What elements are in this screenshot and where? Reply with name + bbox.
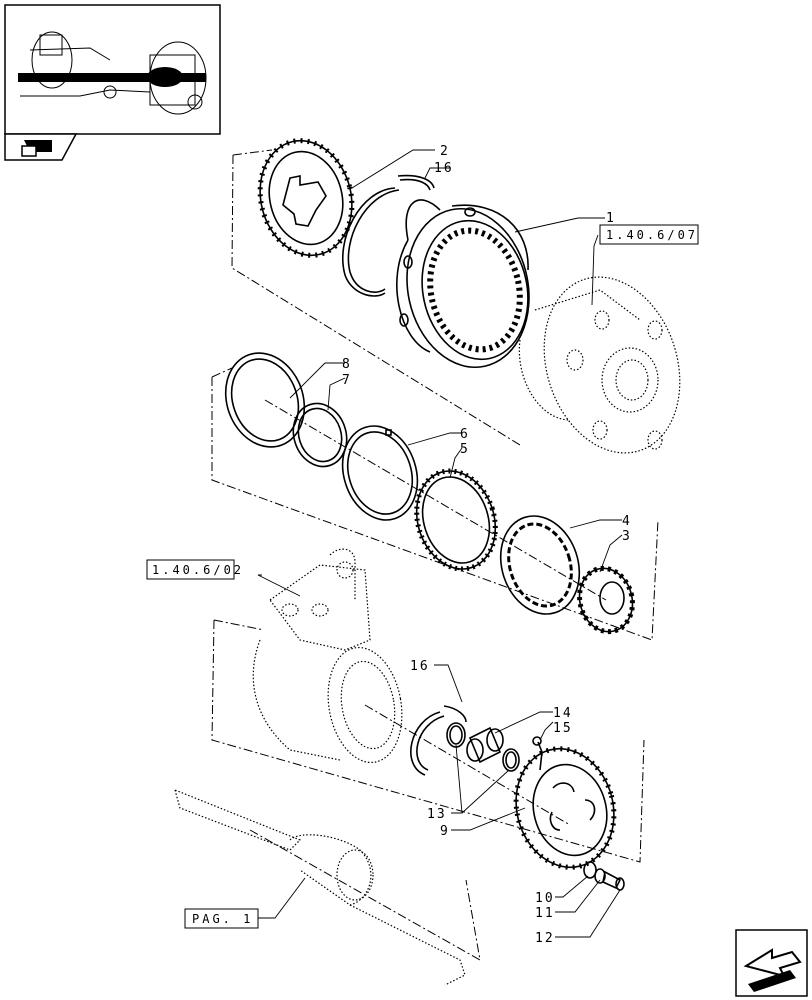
- differential-carrier-reference: [518, 276, 681, 454]
- callout-16-lower: 16: [410, 659, 430, 674]
- reference-box-pag-1[interactable]: PAG. 1: [184, 908, 259, 929]
- callout-2: 2: [440, 144, 450, 159]
- callout-3: 3: [622, 529, 632, 544]
- thumbnail-panel[interactable]: [4, 4, 221, 135]
- leader-lines: [257, 149, 623, 938]
- callout-13: 13: [427, 807, 447, 822]
- reference-label-1-40-6-07: 1.40.6/07: [606, 228, 698, 242]
- part-6-friction-disc: [341, 425, 419, 521]
- part-2-toothed-ring: [257, 138, 355, 258]
- reference-box-1-40-6-02[interactable]: 1.40.6/02: [146, 559, 244, 580]
- callout-14: 14: [553, 706, 573, 721]
- part-1-ring-gear-housing: [396, 199, 530, 369]
- middle-group-frame: [211, 367, 659, 641]
- reference-label-1-40-6-02: 1.40.6/02: [152, 563, 244, 577]
- upper-group-frame: [231, 149, 521, 446]
- part-10-spacer: [583, 861, 597, 879]
- part-14-pin: [466, 726, 504, 764]
- axle-assembly-thumbnail-icon: [18, 31, 207, 115]
- steering-knuckle-reference: [252, 548, 403, 764]
- next-page-arrow-icon: [743, 948, 802, 992]
- reference-label-pag-1: PAG. 1: [192, 912, 253, 926]
- part-9-planet-carrier: [513, 746, 617, 870]
- part-12-bolt: [602, 870, 625, 891]
- callout-11: 11: [535, 906, 555, 921]
- axle-shaft-reference: [174, 788, 466, 986]
- callout-10: 10: [535, 891, 555, 906]
- callout-9: 9: [440, 824, 450, 839]
- back-arrow-button[interactable]: [4, 133, 78, 161]
- part-4-splined-disc: [499, 515, 581, 615]
- part-13-washer-right: [502, 748, 520, 772]
- back-arrow-icon: [21, 140, 52, 157]
- part-16-snap-ring-lower: [410, 705, 467, 776]
- callout-6: 6: [460, 427, 470, 442]
- part-13-washer-left: [446, 722, 466, 748]
- shaft-group-frame: [249, 829, 481, 961]
- callout-16-upper: 16: [434, 161, 454, 176]
- callout-15: 15: [553, 721, 573, 736]
- part-16-snap-ring-upper: [342, 174, 435, 297]
- callout-12: 12: [535, 931, 555, 946]
- next-page-button[interactable]: [735, 929, 808, 997]
- part-3-sun-gear: [577, 565, 635, 635]
- callout-1: 1: [606, 211, 616, 226]
- lower-axis-line: [364, 704, 571, 826]
- callout-4: 4: [622, 514, 632, 529]
- part-5-toothed-disc: [414, 468, 498, 572]
- middle-axis-line: [264, 399, 607, 601]
- callout-7: 7: [342, 373, 352, 388]
- lower-group-frame: [211, 619, 645, 863]
- reference-box-1-40-6-07[interactable]: 1.40.6/07: [599, 224, 699, 245]
- callout-5: 5: [460, 442, 470, 457]
- callout-8: 8: [342, 357, 352, 372]
- part-7-ring: [292, 402, 348, 468]
